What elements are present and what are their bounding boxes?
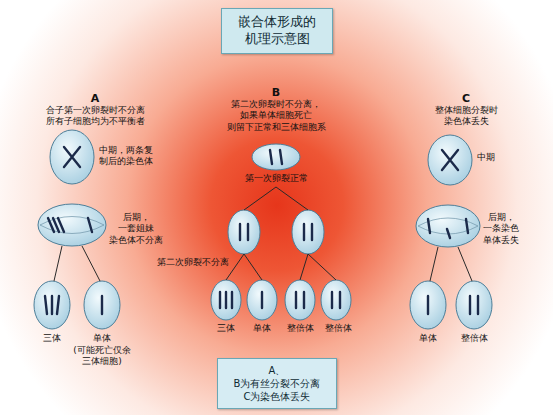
cell <box>252 144 300 170</box>
cell <box>292 210 324 254</box>
cell-label: 三体 <box>43 333 61 344</box>
cell <box>285 280 315 320</box>
cell <box>321 280 351 320</box>
division-line <box>54 187 472 281</box>
panel-note: 合子第一次卵裂时不分离 所有子细胞均为不平衡者 <box>46 105 145 128</box>
panel-note: 整体细胞分裂时 染色体丢失 <box>435 105 498 128</box>
chromosome <box>45 147 478 314</box>
cell <box>428 135 472 185</box>
cell-label: 单体 <box>93 333 111 344</box>
cell <box>247 280 277 320</box>
caption-box: A、B为有丝分裂不分离 C为染色体丢失 <box>217 358 338 409</box>
cell-label: 整倍体 <box>461 333 488 344</box>
caption-box-text: A、B为有丝分裂不分离 C为染色体丢失 <box>234 364 321 403</box>
stage-label: 中期，两条复 制后的染色体 <box>99 145 153 168</box>
cell <box>34 281 70 329</box>
stage-label: 后期，一条染色 单体丢失 <box>483 212 519 246</box>
cell-label: 整倍体 <box>325 323 352 334</box>
stage-label: 中期 <box>477 152 495 163</box>
cell <box>84 281 120 329</box>
cell <box>228 210 260 254</box>
cell-label: 整倍体 <box>287 323 314 334</box>
cell-label: 单体 <box>419 333 437 344</box>
panel-note: 第二次卵裂时不分离， 如果单体细胞死亡 则留下正常和三体细胞系 <box>227 99 326 133</box>
cell-label: 三体 <box>217 323 235 334</box>
cell <box>416 205 480 247</box>
cell-label: 单体 <box>253 323 271 334</box>
panel-letter: B <box>272 86 280 100</box>
cell <box>211 280 241 320</box>
cell-note: (可能死亡仅余 三体细胞) <box>73 345 131 368</box>
stage-label: 第一次卵裂正常 <box>245 173 308 184</box>
cell <box>38 204 106 246</box>
cell <box>410 281 446 329</box>
panel-letter: A <box>91 92 100 106</box>
panel-letter: C <box>462 92 470 106</box>
stage-label: 第二次卵裂不分离 <box>157 257 229 268</box>
title-box: 嵌合体形成的 机理示意图 <box>221 8 333 54</box>
title-box-text: 嵌合体形成的 机理示意图 <box>238 14 316 48</box>
stage-label: 后期，一套姐妹 染色体不分离 <box>109 212 163 246</box>
spindle <box>40 217 478 235</box>
cell <box>456 281 492 329</box>
cell <box>50 130 94 184</box>
